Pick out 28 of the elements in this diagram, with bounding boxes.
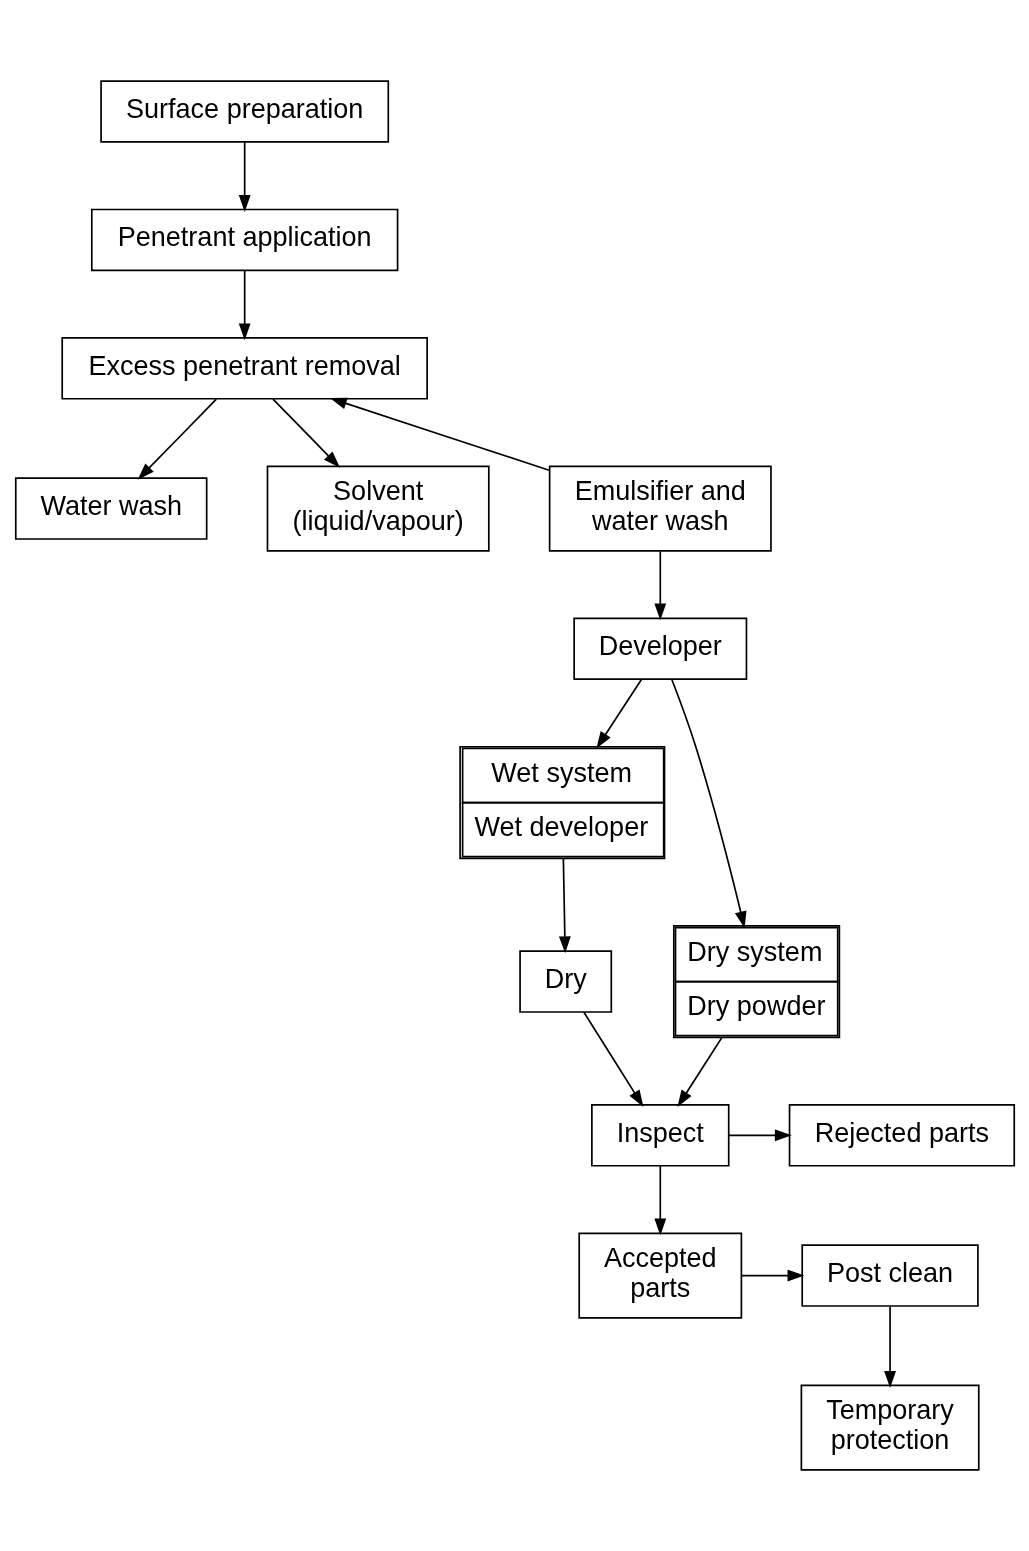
- arrow: [582, 1011, 643, 1107]
- arrow: [238, 269, 251, 341]
- arrow: [727, 1129, 792, 1142]
- arrow: [238, 141, 251, 212]
- arrow: [653, 550, 666, 621]
- node-box: Accepted parts: [577, 1232, 742, 1319]
- node-box: Penetrant application: [90, 208, 398, 272]
- arrow: [740, 1269, 804, 1282]
- arrow: [137, 398, 217, 480]
- node-box: Water wash: [14, 477, 207, 540]
- arrow: [653, 1165, 666, 1236]
- arrow: [271, 398, 340, 468]
- arrow: [676, 1036, 723, 1107]
- arrow: [329, 397, 550, 472]
- node-box: Rejected parts: [788, 1104, 1015, 1167]
- node-box: Emulsifier and water wash: [548, 465, 772, 552]
- node-box: Dry: [518, 950, 612, 1013]
- node-box: Surface preparation: [99, 80, 389, 143]
- arrow: [670, 678, 746, 929]
- node-box: Temporary protection: [800, 1384, 980, 1471]
- arrow: [558, 857, 571, 954]
- arrow: [883, 1305, 896, 1388]
- arrow: [595, 678, 642, 749]
- node-box: Inspect: [590, 1104, 730, 1167]
- node-box: Solvent (liquid/vapour): [266, 465, 490, 552]
- node-box: Excess penetrant removal: [60, 337, 428, 400]
- node-box: Post clean: [800, 1244, 979, 1307]
- node-box: Developer: [572, 617, 747, 681]
